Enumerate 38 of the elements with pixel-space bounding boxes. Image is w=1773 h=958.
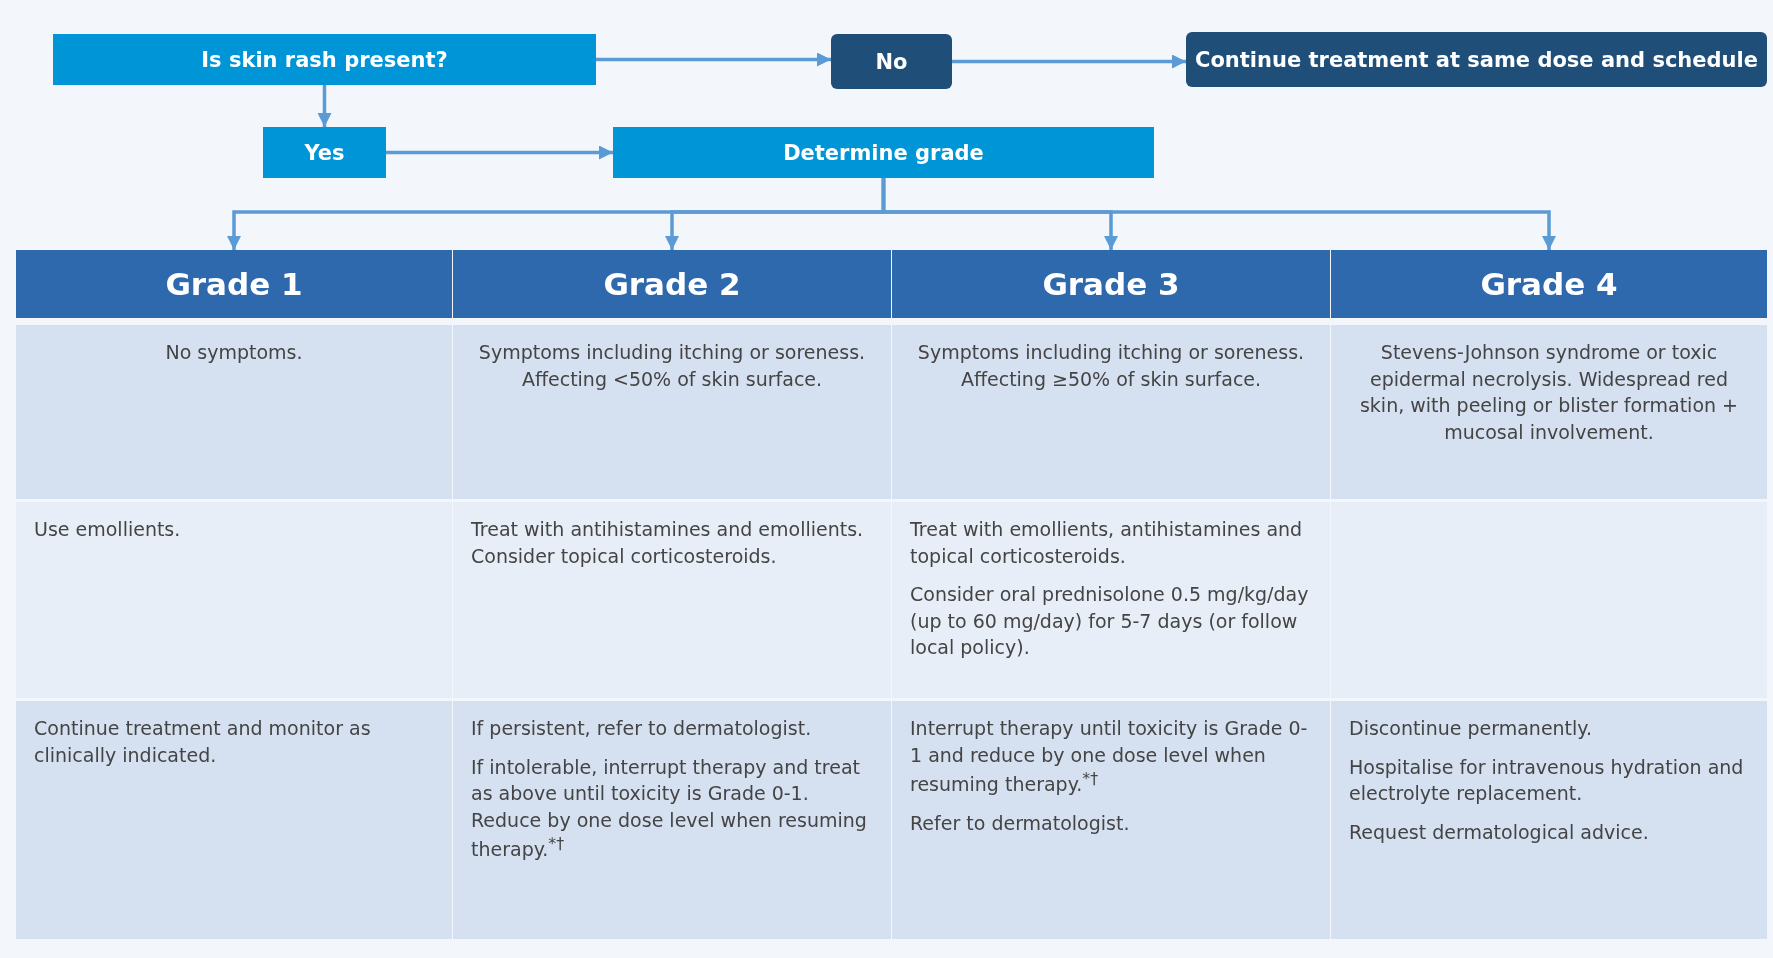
process-box: Determine grade [613,127,1154,178]
table-cell [16,325,452,499]
table-cell [1331,325,1767,499]
grade-header: Grade 1 [16,250,452,318]
cell-text: Consider oral prednisolone 0.5 mg/kg/day (up to 60 mg/day) for 5-7 days (or follow local policy). [910,582,1310,661]
cell-text: Stevens-Johnson syndrome or toxic epidermal necrolysis. Widespread red skin, with peeling or blister formation + mucosal involvement. [1358,340,1740,445]
cell-text: Use emollients. [34,517,182,542]
cell-text: If intolerable, interrupt therapy and treat as above until toxicity is Grade 0-1. Reduce by one dose level when resuming therapy.$^{*†}$ [471,754,868,863]
cell-text: Refer to dermatologist. [910,811,1131,837]
arrow [386,145,613,160]
cell-text: If persistent, refer to dermatologist. [471,716,813,741]
decision-box: Is skin rash present? [53,34,596,85]
cell-text: Hospitalise for intravenous hydration and electrolyte replacement. [1349,754,1745,807]
cell-text: Treat with emollients, antihistamines and topical corticosteroids. [910,517,1304,569]
table-cell [453,325,891,499]
grade-header: Grade 3 [892,250,1330,318]
grade-header: Grade 2 [453,250,891,318]
table-cell [892,325,1330,499]
arrow [881,178,1556,250]
cell-text: Discontinue permanently. [1349,716,1593,741]
cell-text: No symptoms. [165,340,303,365]
table-cell [1331,701,1767,939]
cell-text: Treat with antihistamines and emollients. Consider topical corticosteroids. [471,517,865,569]
table-cell [892,701,1330,939]
cell-text: Symptoms including itching or soreness. Affecting ≥50% of skin surface. [916,340,1306,392]
cell-text: Interrupt therapy until toxicity is Grade 0-1 and reduce by one dose level when resuming therapy.$^{*†}$ [910,716,1309,798]
table-cell [16,701,452,939]
arrow [596,52,831,67]
cell-text: Request dermatological advice. [1349,819,1650,845]
arrow [317,85,332,127]
cell-text: Symptoms including itching or soreness. Affecting <50% of skin surface. [477,340,867,392]
table-cell [453,701,891,939]
answer-box: Yes [263,127,386,178]
outcome-box: Continue treatment at same dose and schedule [1186,32,1767,87]
arrow [952,54,1186,69]
cell-text: Continue treatment and monitor as clinically indicated. [34,716,372,768]
grade-header: Grade 4 [1331,250,1767,318]
answer-box: No [831,34,952,89]
